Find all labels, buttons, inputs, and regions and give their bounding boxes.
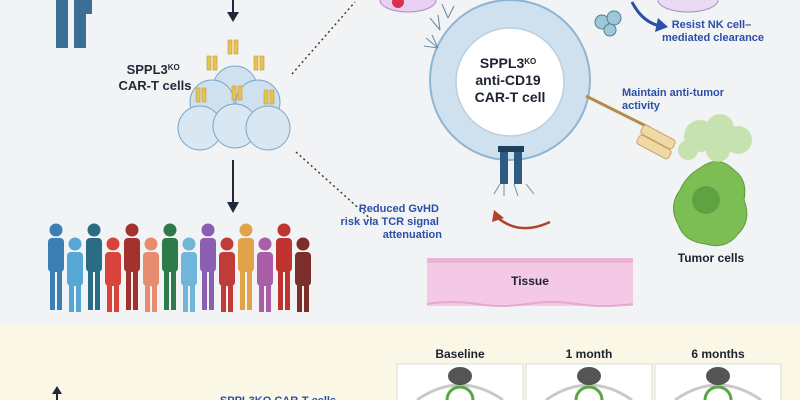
maintain-activity-label: Maintain anti-tumor activity <box>622 87 727 112</box>
dotted-connector <box>291 1 375 223</box>
person-icon <box>200 223 216 310</box>
donor-person-icon <box>56 0 92 48</box>
resist-nk-label: Resist NK cell– mediated clearance <box>662 19 764 44</box>
tissue-label: Tissue <box>511 274 549 288</box>
up-arrow-icon <box>52 386 62 400</box>
timepoint-panel: 1 month <box>525 347 653 400</box>
person-icon <box>295 237 311 312</box>
pet-scan-image <box>545 367 633 400</box>
nk-ligand-icon <box>594 10 622 37</box>
timepoint-panel: 6 months <box>654 347 782 400</box>
tissue-band <box>426 258 634 307</box>
person-icon <box>124 223 140 310</box>
down-arrow-icon <box>227 160 239 213</box>
person-icon <box>67 237 83 312</box>
person-icon <box>105 237 121 312</box>
car-receptor-icon <box>195 39 275 105</box>
person-icon <box>162 223 178 310</box>
bottom-car-t-label: SPPL3KO CAR-T cells <box>220 395 336 400</box>
timepoint-label: 6 months <box>691 347 745 361</box>
person-icon <box>238 223 254 310</box>
patient-crowd <box>48 223 311 312</box>
car-receptor-icon <box>585 94 676 160</box>
nk-cell-right <box>657 0 719 13</box>
car-t-cells-label: SPPL3KO CAR-T cells <box>119 62 192 93</box>
tcr-receptor-icon <box>493 146 535 197</box>
tumor-cells-label: Tumor cells <box>678 251 745 265</box>
car-t-cell-cluster <box>177 39 291 151</box>
person-icon <box>143 237 159 312</box>
pet-scan-image <box>674 367 762 400</box>
person-icon <box>181 237 197 312</box>
nk-cell <box>379 0 437 13</box>
tumor-cell <box>673 161 748 247</box>
central-cell-label: SPPL3KO anti-CD19 CAR-T cell <box>475 55 546 105</box>
resist-nk-arrow-icon <box>630 1 668 32</box>
person-icon <box>276 223 292 310</box>
timepoint-label: 1 month <box>566 347 613 361</box>
person-icon <box>86 223 102 310</box>
person-icon <box>219 237 235 312</box>
central-car-t-cell <box>423 0 676 197</box>
gvhd-arrow-icon <box>492 210 551 230</box>
timepoint-panels: Baseline 1 month 6 months <box>396 347 782 400</box>
tumor-cell-faded <box>678 114 752 162</box>
timepoint-panel: Baseline <box>396 347 524 400</box>
timepoint-label: Baseline <box>435 347 485 361</box>
reduced-gvhd-label: Reduced GvHD risk via TCR signal attenua… <box>341 203 443 241</box>
person-icon <box>48 223 64 310</box>
down-arrow-icon <box>227 0 239 22</box>
person-icon <box>257 237 273 312</box>
pet-scan-image <box>416 367 504 400</box>
